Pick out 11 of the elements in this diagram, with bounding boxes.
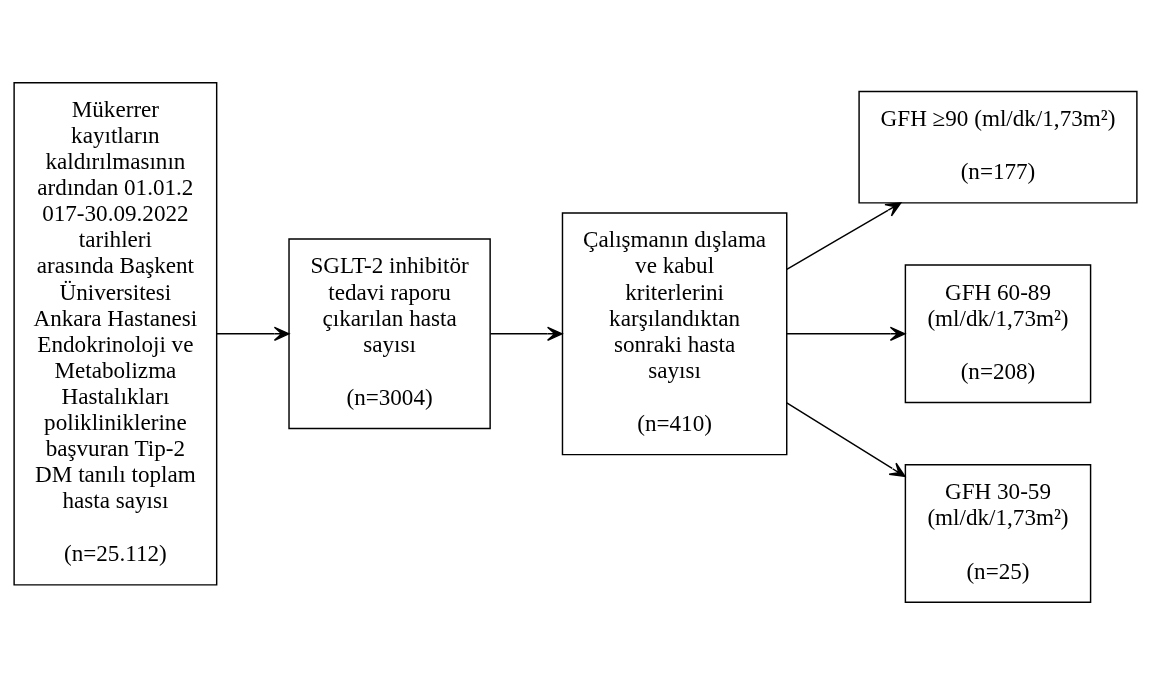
node-box: GFH ≥90 (ml/dk/1,73m²) (n=177) — [858, 90, 1138, 204]
node-box: Çalışmanın dışlama ve kabul kriterlerini karşılandıktan sonraki hasta sayısı (n=410) — [561, 211, 788, 455]
arrow — [786, 401, 906, 477]
arrow — [489, 326, 563, 341]
node-box: SGLT-2 inhibitör tedavi raporu çıkarılan hasta sayısı (n=3004) — [288, 237, 491, 429]
node-box: GFH 60-89 (ml/dk/1,73m²) (n=208) — [904, 263, 1092, 403]
arrow — [786, 326, 906, 341]
arrow — [216, 326, 290, 341]
node-box: GFH 30-59 (ml/dk/1,73m²) (n=25) — [904, 463, 1092, 603]
node-box: Mükerrer kayıtların kaldırılmasının ardından 01.01.2017-30.09.2022 tarihleri arasında Başkent Üniversitesi Ankara Hastanesi Endokrinoloji ve Metabolizma Hastalıkları polikliniklerine başvuran Tip-2 DM tanılı toplam hasta sayısı (n=25.112) — [13, 81, 218, 586]
arrow — [786, 201, 902, 270]
